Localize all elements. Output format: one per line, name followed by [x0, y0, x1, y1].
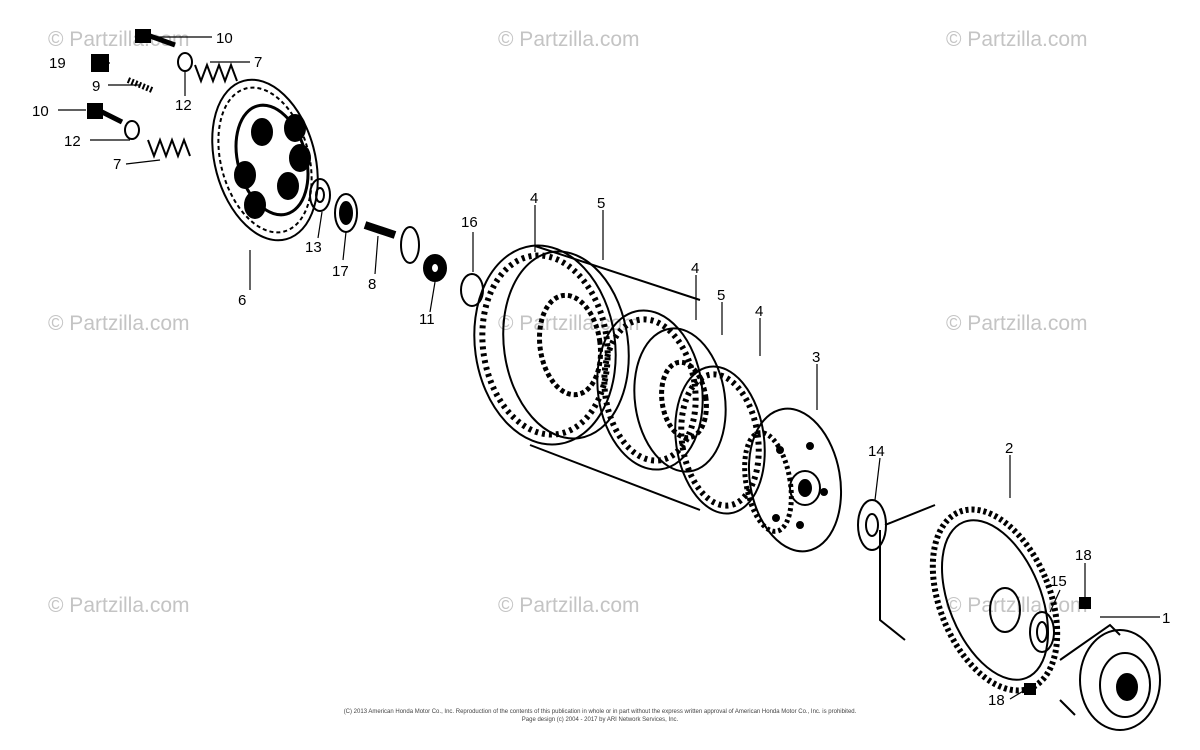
clutch-spring-part	[147, 62, 238, 159]
watermark: © Partzilla.com	[946, 312, 1088, 335]
clutch-plate-part	[633, 327, 727, 473]
callout-3: 3	[812, 349, 820, 366]
callout-11: 11	[419, 311, 435, 328]
lock-washer-16-part	[460, 273, 484, 307]
callout-4: 4	[691, 260, 699, 277]
callout-1: 1	[1162, 610, 1170, 627]
callout-5: 5	[717, 287, 725, 304]
thrust-washer-part	[857, 499, 887, 551]
callout-18: 18	[988, 692, 1005, 709]
copyright-line: (C) 2013 American Honda Motor Co., Inc. …	[343, 709, 857, 715]
pressure-plate-part	[211, 78, 319, 242]
callout-4: 4	[755, 303, 763, 320]
callout-10: 10	[32, 103, 49, 120]
callout-5: 5	[597, 195, 605, 212]
page-design-credit: Page design (c) 2004 - 2017 by ARI Netwo…	[521, 717, 679, 723]
callout-16: 16	[461, 214, 478, 231]
callout-18: 18	[1075, 547, 1092, 564]
callout-7: 7	[113, 156, 121, 173]
clutch-outer-part	[879, 504, 1061, 694]
clutch-center-part	[742, 407, 843, 553]
callout-12: 12	[175, 97, 192, 114]
lock-nut-11-part	[423, 254, 447, 282]
callout-7: 7	[254, 54, 262, 71]
watermark: © Partzilla.com	[48, 594, 190, 617]
watermark: © Partzilla.com	[498, 28, 640, 51]
washer-15-part	[1029, 611, 1055, 653]
callout-17: 17	[332, 263, 349, 280]
watermark: © Partzilla.com	[48, 28, 190, 51]
callout-13: 13	[305, 239, 322, 256]
bolt-part	[135, 29, 176, 48]
lifter-8-part	[363, 221, 420, 264]
callout-2: 2	[1005, 440, 1013, 457]
callout-10: 10	[216, 30, 233, 47]
callout-9: 9	[92, 78, 100, 95]
callout-12: 12	[64, 133, 81, 150]
callout-19: 19	[49, 55, 66, 72]
watermark: © Partzilla.com	[498, 594, 640, 617]
watermark: © Partzilla.com	[48, 312, 190, 335]
bearing-1-part	[1059, 623, 1161, 731]
bolt-part	[87, 103, 124, 125]
washer-part	[124, 52, 193, 140]
leader-lines	[58, 36, 1160, 700]
callout-8: 8	[368, 276, 376, 293]
callout-4: 4	[530, 190, 538, 207]
washer-13-part	[309, 178, 331, 212]
callout-6: 6	[238, 292, 246, 309]
bearing-17-part	[334, 193, 358, 233]
watermark: © Partzilla.com	[946, 28, 1088, 51]
callout-14: 14	[868, 443, 885, 460]
callout-15: 15	[1050, 573, 1067, 590]
